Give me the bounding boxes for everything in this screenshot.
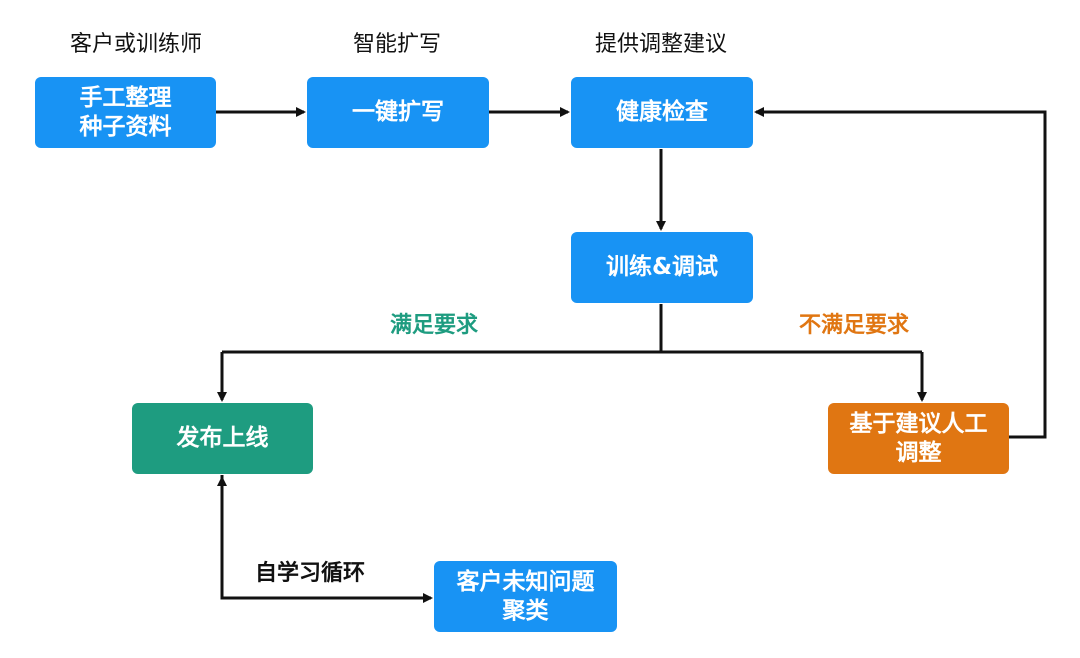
label-meets-requirements: 满足要求: [389, 313, 478, 338]
node-manual-adjust: 基于建议人工 调整: [828, 403, 1009, 474]
arrow-adjust-loop-to-health: [754, 107, 1047, 439]
label-not-meets-requirements: 不满足要求: [798, 313, 909, 338]
header-customer-or-trainer: 客户或训练师: [69, 32, 202, 57]
node-publish-online: 发布上线: [132, 403, 313, 474]
label-self-learning-loop: 自学习循环: [254, 561, 365, 586]
node-seed-material: 手工整理 种子资料: [35, 77, 216, 148]
node-unknown-cluster: 客户未知问题 聚类: [434, 561, 617, 632]
header-smart-expand: 智能扩写: [352, 32, 441, 57]
header-provide-advice: 提供调整建议: [594, 32, 727, 57]
node-train-debug: 训练&调试: [571, 232, 753, 303]
node-health-check: 健康检查: [571, 77, 753, 148]
node-one-click-expand: 一键扩写: [307, 77, 489, 148]
